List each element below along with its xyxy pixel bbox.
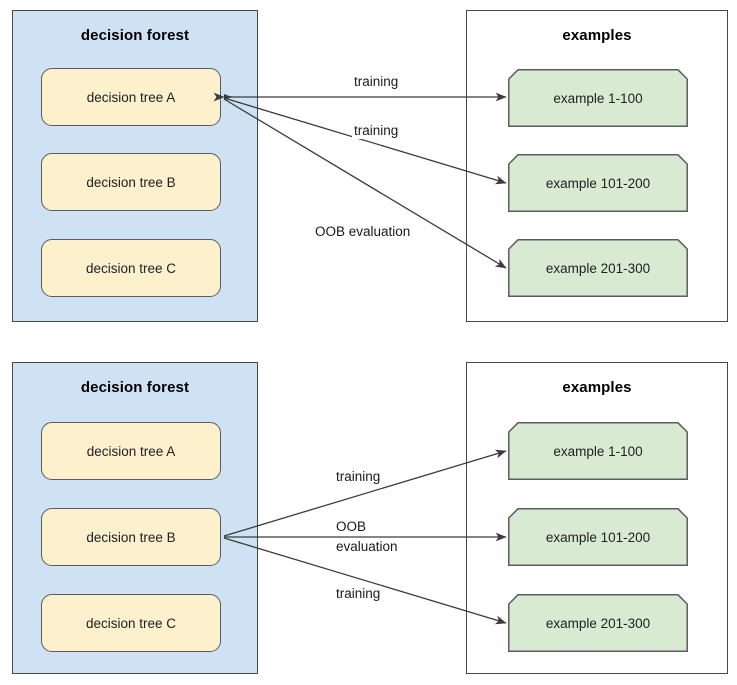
- bottom-example-101-200[interactable]: example 101-200: [508, 508, 688, 566]
- top-example-101-200-label: example 101-200: [545, 175, 651, 191]
- top-example-201-300-label: example 201-300: [545, 260, 651, 276]
- example-box-shape-icon: [508, 69, 688, 127]
- example-box-shape-icon: [508, 239, 688, 297]
- bottom-decision-tree-b-label: decision tree B: [86, 529, 176, 545]
- top-decision-tree-c[interactable]: decision tree C: [41, 239, 221, 297]
- bottom-edge-label-training-1: training: [334, 469, 383, 485]
- top-example-1-100[interactable]: example 1-100: [508, 69, 688, 127]
- bottom-examples-title: examples: [562, 379, 632, 396]
- top-edge-label-oob-evaluation: OOB evaluation: [313, 224, 413, 240]
- top-decision-tree-b-label: decision tree B: [86, 174, 176, 190]
- top-decision-forest-title: decision forest: [80, 27, 190, 44]
- bottom-decision-tree-a[interactable]: decision tree A: [41, 422, 221, 480]
- example-box-shape-icon: [508, 422, 688, 480]
- top-edge-tree-a-to-example-1-100: [213, 92, 507, 102]
- bottom-example-1-100-label: example 1-100: [553, 443, 643, 459]
- top-decision-tree-b[interactable]: decision tree B: [41, 153, 221, 211]
- bottom-edge-label-training-2: training: [334, 586, 383, 602]
- top-decision-tree-a[interactable]: decision tree A: [41, 68, 221, 126]
- top-edge-tree-a-to-example-101-200: [223, 97, 507, 185]
- bottom-example-201-300-label: example 201-300: [545, 615, 651, 631]
- top-example-201-300[interactable]: example 201-300: [508, 239, 688, 297]
- top-edge-label-training-1: training: [352, 74, 401, 90]
- top-edge-label-training-2: training: [352, 123, 401, 139]
- top-example-1-100-label: example 1-100: [553, 90, 643, 106]
- bottom-example-101-200-label: example 101-200: [545, 529, 651, 545]
- bottom-decision-forest-title: decision forest: [80, 379, 190, 396]
- bottom-example-201-300[interactable]: example 201-300: [508, 594, 688, 652]
- bottom-example-1-100[interactable]: example 1-100: [508, 422, 688, 480]
- top-decision-tree-c-label: decision tree C: [85, 260, 177, 276]
- top-example-101-200[interactable]: example 101-200: [508, 154, 688, 212]
- example-box-shape-icon: [508, 508, 688, 566]
- top-decision-tree-a-label: decision tree A: [86, 89, 176, 105]
- bottom-decision-tree-b[interactable]: decision tree B: [41, 508, 221, 566]
- bottom-decision-tree-a-label: decision tree A: [86, 443, 176, 459]
- example-box-shape-icon: [508, 154, 688, 212]
- bottom-edge-label-evaluation: evaluation: [334, 539, 400, 555]
- bottom-decision-tree-c-label: decision tree C: [85, 615, 177, 631]
- example-box-shape-icon: [508, 594, 688, 652]
- bottom-decision-tree-c[interactable]: decision tree C: [41, 594, 221, 652]
- top-examples-title: examples: [562, 27, 632, 44]
- bottom-edge-label-oob: OOB: [334, 519, 369, 535]
